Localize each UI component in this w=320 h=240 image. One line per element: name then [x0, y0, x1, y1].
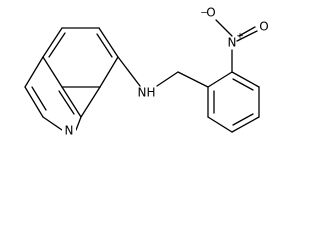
bond: [61, 86, 82, 118]
double-bond-inner: [232, 78, 254, 91]
bond: [42, 56, 63, 88]
amine-group: N H: [138, 86, 156, 100]
structure-diagram: N N H N + O − O: [24, 6, 269, 139]
double-bond-inner: [232, 113, 254, 126]
nitro-oxygen-double-label: O: [259, 20, 268, 34]
bond: [215, 19, 233, 37]
bond: [207, 71, 233, 88]
bond: [42, 116, 63, 131]
nitro-group: N + O − O: [200, 6, 269, 73]
quinoline-ring-system: N: [24, 27, 119, 139]
double-bond-inner: [48, 32, 66, 58]
double-bond: [238, 26, 256, 37]
bond: [117, 56, 141, 87]
double-bond-inner: [58, 90, 75, 115]
bond: [177, 71, 209, 88]
nitro-nitrogen-charge: +: [236, 32, 244, 42]
quinoline-nitrogen-label: N: [65, 124, 74, 138]
atom-label-background: [62, 123, 76, 139]
bond: [80, 86, 101, 118]
double-bond: [236, 30, 258, 42]
bond: [156, 71, 179, 87]
nitro-nitrogen-label: N: [228, 36, 237, 50]
bond: [42, 27, 63, 58]
bond: [24, 56, 44, 88]
double-bond-inner: [96, 33, 113, 58]
nitro-oxygen-single-label: O: [206, 6, 215, 20]
bond: [75, 116, 82, 131]
bond: [24, 86, 44, 118]
nitro-oxygen-charge: −: [200, 9, 208, 19]
amine-nitrogen-label: N: [138, 86, 147, 100]
bond: [99, 56, 119, 88]
bond: [98, 27, 119, 58]
bond: [231, 116, 260, 133]
double-bond-inner: [31, 86, 47, 111]
bond: [207, 116, 233, 133]
amine-hydrogen-label: H: [146, 86, 155, 100]
bond: [231, 71, 260, 88]
nitrobenzene-ring: [207, 71, 260, 133]
